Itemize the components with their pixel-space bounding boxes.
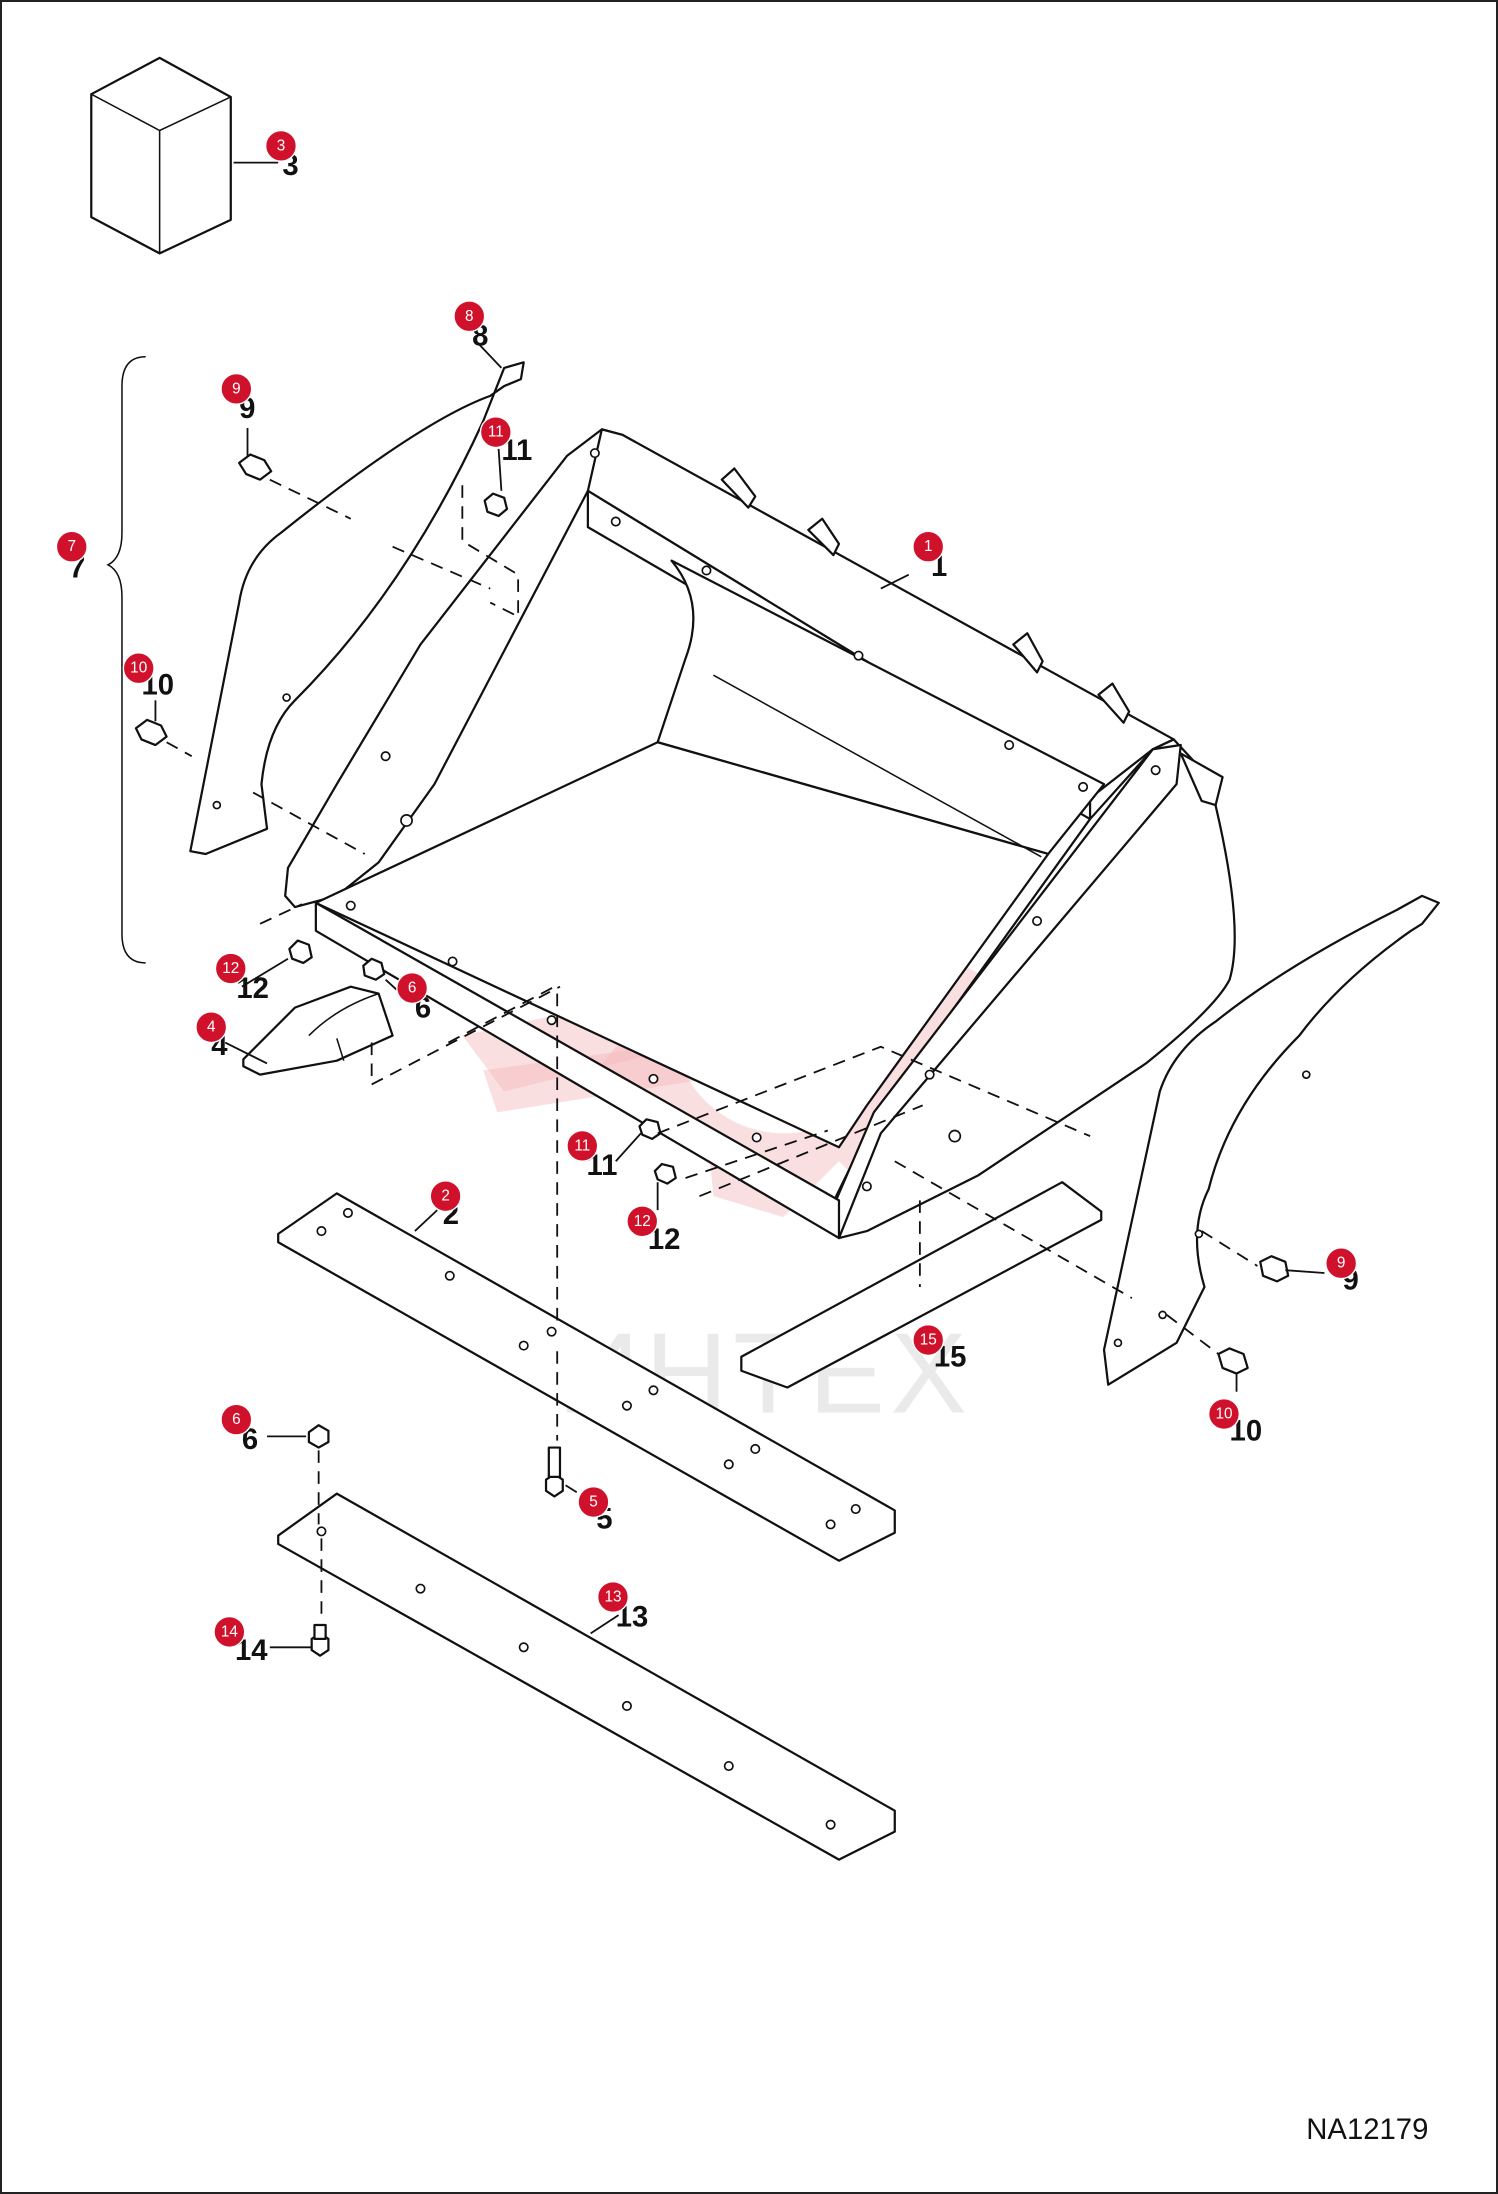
callout-badge-9[interactable]: 9: [1325, 1247, 1358, 1280]
svg-text:9: 9: [232, 380, 241, 397]
svg-text:12: 12: [634, 1213, 651, 1230]
callout-badge-4[interactable]: 4: [195, 1011, 228, 1044]
svg-text:5: 5: [589, 1494, 598, 1511]
svg-text:3: 3: [277, 137, 286, 154]
tooth: [242, 985, 394, 1076]
right-side-plate: [1102, 894, 1440, 1386]
callout-badge-3[interactable]: 3: [264, 129, 298, 162]
svg-text:11: 11: [574, 1137, 590, 1154]
svg-text:1: 1: [924, 538, 933, 555]
callout-badge-5[interactable]: 5: [577, 1485, 610, 1519]
svg-text:10: 10: [130, 660, 147, 677]
callout-badge-11[interactable]: 11: [566, 1129, 599, 1162]
callout-badge-15[interactable]: 15: [912, 1323, 945, 1357]
wear-strip: [740, 1181, 1103, 1389]
callout-badge-7[interactable]: 7: [55, 530, 88, 563]
cutting-edge: [277, 1192, 896, 1562]
callout-badge-1[interactable]: 1: [912, 530, 945, 563]
callout-badge-10[interactable]: 10: [122, 652, 155, 685]
svg-text:6: 6: [408, 980, 417, 997]
svg-text:11: 11: [488, 424, 504, 441]
callout-badge-10[interactable]: 10: [1207, 1397, 1241, 1431]
assembly-lines: [166, 478, 1258, 1623]
assembly-brace: [106, 355, 146, 964]
callout-badge-13[interactable]: 13: [596, 1580, 630, 1614]
callout-badge-11[interactable]: 11: [479, 416, 512, 449]
drawing-reference-code: NA12179: [1306, 2113, 1428, 2146]
callout-badge-12[interactable]: 12: [214, 952, 247, 985]
svg-text:14: 14: [221, 1623, 239, 1640]
callout-badge-6[interactable]: 6: [220, 1403, 253, 1436]
svg-text:10: 10: [1215, 1406, 1232, 1423]
callout-badges: 3 8 9 11 7 10 1 12 6 4 11 2 12 15 9 10 6…: [55, 129, 1358, 1648]
svg-text:2: 2: [441, 1188, 450, 1205]
svg-text:7: 7: [67, 538, 76, 555]
svg-text:15: 15: [920, 1332, 937, 1349]
svg-text:8: 8: [465, 308, 474, 325]
callout-badge-8[interactable]: 8: [453, 300, 486, 333]
callout-badge-9[interactable]: 9: [220, 372, 253, 405]
callout-badge-12[interactable]: 12: [626, 1205, 659, 1238]
callout-badge-6[interactable]: 6: [396, 971, 429, 1005]
svg-text:13: 13: [604, 1589, 621, 1606]
callout-badge-14[interactable]: 14: [213, 1615, 246, 1648]
callout-badge-2[interactable]: 2: [429, 1180, 462, 1213]
svg-text:4: 4: [207, 1019, 216, 1036]
hardware: [134, 453, 1290, 1657]
leader-lines: [154, 161, 1325, 1649]
bucket: [314, 428, 1236, 1240]
bolt-on-edge: [277, 1492, 896, 1861]
left-side-plate-outer: [189, 361, 525, 856]
svg-text:6: 6: [232, 1411, 241, 1428]
kit-box: [90, 56, 232, 255]
svg-text:12: 12: [222, 960, 239, 977]
svg-text:9: 9: [1337, 1255, 1346, 1272]
